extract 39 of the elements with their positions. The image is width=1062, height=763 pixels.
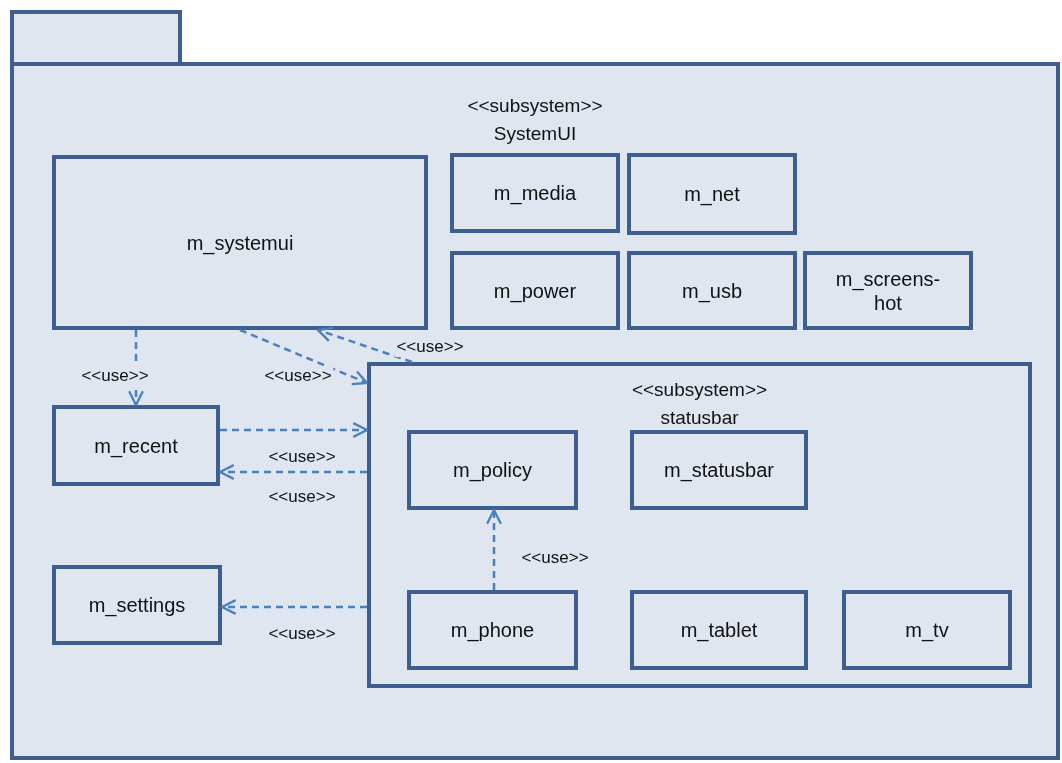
subsystem-package bbox=[367, 362, 1032, 688]
module-box bbox=[52, 405, 220, 486]
module-name: m_usb bbox=[682, 278, 742, 303]
module-box bbox=[407, 590, 578, 670]
module-name: m_phone bbox=[450, 618, 535, 642]
stereotype-label: <<subsystem>> bbox=[631, 378, 768, 402]
module-box bbox=[407, 430, 578, 510]
module-name: m_policy bbox=[453, 458, 532, 482]
module-name: m_tv bbox=[905, 618, 949, 642]
edge-label: <<use>> bbox=[79, 366, 151, 386]
module-name: m_media bbox=[493, 181, 577, 205]
module-box bbox=[630, 590, 808, 670]
module-box bbox=[630, 430, 808, 510]
module-name: m_recent bbox=[94, 433, 178, 458]
dependency-arrow bbox=[220, 599, 367, 615]
module-box bbox=[450, 153, 620, 233]
module-name: m_settings bbox=[88, 593, 186, 617]
module-box bbox=[450, 251, 620, 330]
module-box bbox=[803, 251, 973, 330]
module-name: m_net bbox=[684, 182, 740, 206]
dependency-arrow bbox=[316, 326, 413, 364]
dependency-arrow bbox=[218, 464, 367, 480]
dependency-arrow bbox=[486, 508, 502, 590]
module-box bbox=[52, 155, 428, 330]
module-box bbox=[627, 153, 797, 235]
module-box bbox=[52, 565, 222, 645]
subsystem-title: SystemUI bbox=[493, 122, 577, 146]
module-box bbox=[842, 590, 1012, 670]
module-box bbox=[627, 251, 797, 330]
module-name: m_systemui bbox=[186, 230, 294, 255]
module-name: m_tablet bbox=[680, 618, 758, 642]
module-name: m_statusbar bbox=[663, 458, 775, 482]
module-name: m_screens-hot bbox=[834, 266, 942, 315]
subsystem-title: statusbar bbox=[660, 406, 739, 430]
module-name: m_power bbox=[493, 278, 577, 303]
dependency-arrow bbox=[220, 422, 369, 438]
package-shape bbox=[10, 10, 1060, 760]
dependency-arrow bbox=[239, 328, 369, 386]
stereotype-label: <<subsystem>> bbox=[467, 94, 603, 118]
